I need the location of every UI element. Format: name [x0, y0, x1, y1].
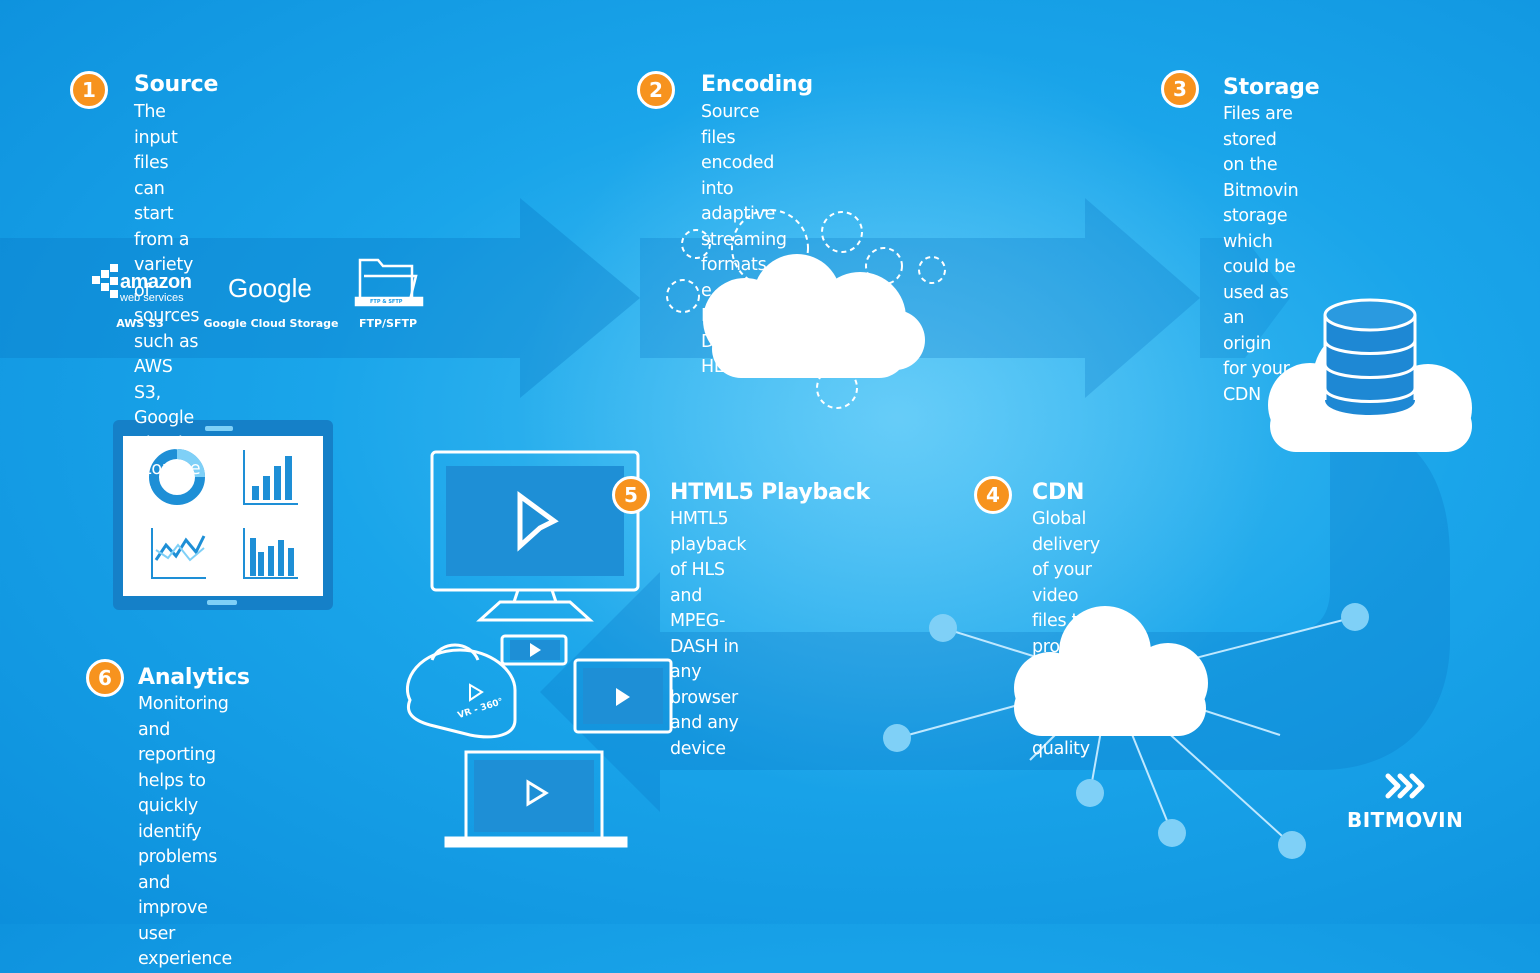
step-description: Global delivery of your video files to p… [1032, 509, 1102, 759]
step-title: HTML5 Playback [670, 480, 870, 505]
step-number-badge: 2 [637, 71, 675, 109]
analytics-tablet-icon [113, 420, 333, 610]
google-logo-text: Google [228, 273, 312, 303]
aws-label: AWS S3 [116, 317, 164, 330]
aws-logo-subtext: web services [120, 292, 184, 304]
ftp-label: FTP/SFTP [358, 317, 418, 330]
brand-name: BITMOVIN [1347, 808, 1464, 832]
aws-logo-text: amazon [120, 271, 192, 293]
play-icons [469, 491, 630, 807]
google-label: Google Cloud Storage [203, 317, 339, 330]
bitmovin-logo-icon [1385, 773, 1425, 799]
step-description: The input files can start from a variety… [134, 102, 201, 530]
step-title: Analytics [138, 665, 250, 690]
step-number-badge: 6 [86, 659, 124, 697]
step-number-badge: 3 [1161, 70, 1199, 108]
encoding-cloud-icon [703, 254, 925, 378]
step-title: Encoding [701, 72, 813, 97]
ftp-folder-icon [354, 258, 424, 307]
step-title: Source [134, 72, 219, 97]
ftp-badge-text: FTP & SFTP [370, 299, 403, 305]
step-description: Files are stored on the Bitmovin storage… [1223, 104, 1299, 405]
cdn-network-icon [883, 603, 1369, 859]
diagram-artwork [0, 40, 1450, 859]
step-title: CDN [1032, 480, 1085, 505]
step-description: HMTL5 playback of HLS and MPEG-DASH in a… [670, 509, 747, 759]
database-icon [1323, 298, 1417, 415]
step-description: Monitoring and reporting helps to quickl… [138, 694, 232, 969]
step-description: Source files encoded into adaptive strea… [701, 102, 787, 377]
step-number-badge: 1 [70, 71, 108, 109]
aws-cubes-icon [92, 264, 118, 298]
step-number-badge: 4 [974, 476, 1012, 514]
encoding-gears-icon [666, 209, 946, 409]
devices-icons [406, 450, 673, 848]
return-flow-arrow [540, 420, 1450, 812]
step-title: Storage [1223, 75, 1320, 100]
step-number-badge: 5 [612, 476, 650, 514]
cdn-cloud-icon [1014, 606, 1208, 736]
